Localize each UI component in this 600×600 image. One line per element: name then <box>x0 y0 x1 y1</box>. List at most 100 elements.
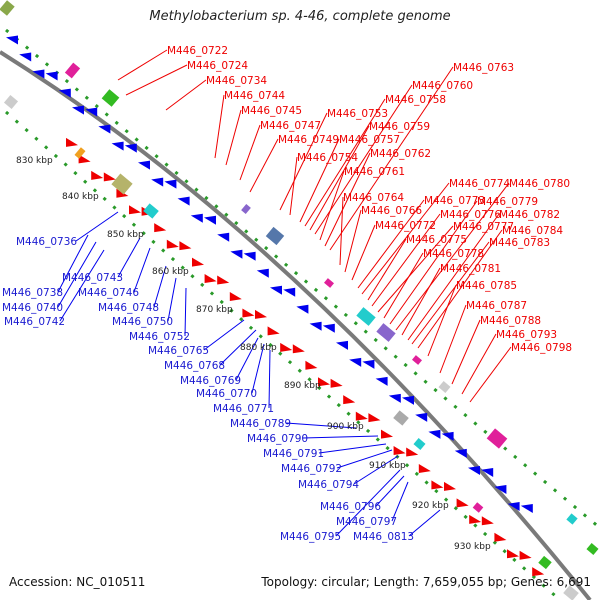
leader-line <box>57 234 89 293</box>
gene-label[interactable]: M446_0778 <box>423 248 484 260</box>
gene-label[interactable]: M446_0765 <box>148 345 209 357</box>
gene-label[interactable]: M446_0764 <box>343 192 404 204</box>
kbp-tick-label: 840 kbp <box>62 192 99 202</box>
forward-gene-arrow <box>444 481 456 491</box>
gene-label[interactable]: M446_0724 <box>187 60 248 72</box>
forward-gene-arrow <box>418 463 431 473</box>
kbp-scale: 830 kbp 840 kbp 850 kbp 860 kbp 870 kbp … <box>16 156 491 552</box>
reverse-gene-arrow <box>164 179 177 189</box>
gene-label[interactable]: M446_0757 <box>339 134 400 146</box>
gene-label[interactable]: M446_0775 <box>406 234 467 246</box>
gene-label[interactable]: M446_0746 <box>78 287 139 299</box>
forward-gene-arrow <box>103 172 116 182</box>
gene-label[interactable]: M446_0794 <box>298 479 359 491</box>
gene-label[interactable]: M446_0774 <box>449 178 510 190</box>
gene-label[interactable]: M446_0750 <box>112 316 173 328</box>
gene-label[interactable]: M446_0738 <box>2 287 63 299</box>
reverse-gene-arrow <box>309 321 322 331</box>
gene-label[interactable]: M446_0754 <box>297 152 358 164</box>
gene-feature-block <box>413 438 426 450</box>
leader-line <box>268 349 271 409</box>
reverse-gene-arrow <box>454 448 467 458</box>
leader-line <box>133 247 151 293</box>
kbp-tick-label: 870 kbp <box>196 305 233 315</box>
gene-label[interactable]: M446_0791 <box>263 448 324 460</box>
gene-label[interactable]: M446_0768 <box>164 360 225 372</box>
gene-label[interactable]: M446_0777 <box>453 221 514 233</box>
gene-label[interactable]: M446_0748 <box>98 302 159 314</box>
forward-gene-arrow <box>255 309 267 319</box>
map-title: Methylobacterium sp. 4-46, complete geno… <box>149 9 451 24</box>
forward-gene-arrow <box>204 274 217 284</box>
gene-label[interactable]: M446_0769 <box>180 375 241 387</box>
gene-label[interactable]: M446_0796 <box>320 501 381 513</box>
gene-label[interactable]: M446_0813 <box>353 531 414 543</box>
leader-line <box>407 213 500 341</box>
gene-label[interactable]: M446_0797 <box>336 516 397 528</box>
forward-gene-arrow <box>469 514 482 524</box>
gene-label[interactable]: M446_0740 <box>2 302 63 314</box>
gene-label[interactable]: M446_0798 <box>511 342 572 354</box>
gene-label[interactable]: M446_0734 <box>206 75 267 87</box>
gene-label[interactable]: M446_0747 <box>260 120 321 132</box>
gene-label[interactable]: M446_0742 <box>4 316 65 328</box>
gene-label[interactable]: M446_0781 <box>440 263 501 275</box>
gene-feature-block <box>101 89 120 107</box>
gene-label[interactable]: M446_0753 <box>327 108 388 120</box>
gene-label[interactable]: M446_0788 <box>480 315 541 327</box>
gene-label[interactable]: M446_0749 <box>278 134 339 146</box>
leader-line <box>417 229 503 349</box>
forward-gene-arrow <box>192 257 204 267</box>
forward-gene-arrow <box>456 498 469 508</box>
gene-label[interactable]: M446_0771 <box>213 403 274 415</box>
gene-label[interactable]: M446_0776 <box>440 209 501 221</box>
gene-label[interactable]: M446_0736 <box>16 236 77 248</box>
gene-label[interactable]: M446_0780 <box>509 178 570 190</box>
gene-feature-block <box>438 381 451 393</box>
kbp-tick-label: 880 kbp <box>240 343 277 353</box>
gene-label[interactable]: M446_0790 <box>247 433 308 445</box>
gene-label[interactable]: M446_0760 <box>412 80 473 92</box>
gene-label[interactable]: M446_0792 <box>281 463 342 475</box>
gene-label[interactable]: M446_0783 <box>489 237 550 249</box>
forward-gene-arrow <box>280 342 293 352</box>
forward-gene-arrow <box>66 137 78 147</box>
gene-label[interactable]: M446_0784 <box>502 225 563 237</box>
gene-label[interactable]: M446_0763 <box>453 62 514 74</box>
leader-line <box>371 213 441 307</box>
gene-label[interactable]: M446_0759 <box>369 121 430 133</box>
gene-label[interactable]: M446_0772 <box>375 220 436 232</box>
gene-label[interactable]: M446_0782 <box>499 209 560 221</box>
leader-line <box>367 238 407 301</box>
forward-gene-arrow <box>229 291 242 301</box>
leader-line <box>239 124 261 181</box>
gene-label[interactable]: M446_0787 <box>466 300 527 312</box>
gene-label[interactable]: M446_0743 <box>62 272 123 284</box>
gene-label[interactable]: M446_0745 <box>241 105 302 117</box>
gene-label[interactable]: M446_0761 <box>344 166 405 178</box>
forward-gene-arrow <box>481 516 494 526</box>
leader-line <box>427 284 457 357</box>
gene-label[interactable]: M446_0722 <box>167 45 228 57</box>
leader-line <box>125 64 188 96</box>
gene-label[interactable]: M446_0789 <box>230 418 291 430</box>
gene-label[interactable]: M446_0793 <box>496 329 557 341</box>
gene-feature-block <box>472 502 484 513</box>
gene-label[interactable]: M446_0795 <box>280 531 341 543</box>
gene-label[interactable]: M446_0758 <box>385 94 446 106</box>
gene-label[interactable]: M446_0773 <box>424 195 485 207</box>
leader-line <box>329 66 454 251</box>
reverse-gene-arrow <box>177 196 190 206</box>
gene-label[interactable]: M446_0779 <box>477 196 538 208</box>
gene-feature-block <box>566 513 578 525</box>
forward-gene-arrow <box>406 447 419 457</box>
gene-label[interactable]: M446_0744 <box>224 90 285 102</box>
gene-label[interactable]: M446_0762 <box>370 148 431 160</box>
gene-label[interactable]: M446_0766 <box>361 205 422 217</box>
reverse-gene-arrow <box>520 503 533 513</box>
gene-label[interactable]: M446_0770 <box>196 388 257 400</box>
gene-label[interactable]: M446_0752 <box>129 331 190 343</box>
reverse-gene-arrow <box>6 35 18 45</box>
gene-label[interactable]: M446_0785 <box>456 280 517 292</box>
